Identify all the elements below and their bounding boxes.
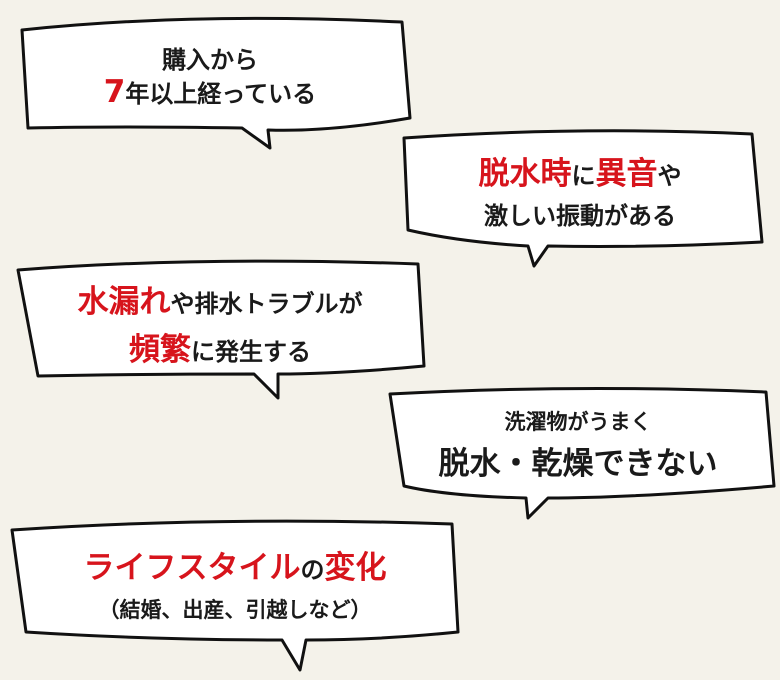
speech-bubble-4-shape xyxy=(388,386,776,520)
speech-bubble-2-shape xyxy=(402,129,764,268)
bubble-3-line-1: 水漏れや排水トラブルが xyxy=(77,284,363,320)
bubble-1-line-1: 購入から xyxy=(162,46,258,74)
speech-bubble-5-shape xyxy=(10,519,460,672)
bubble-5-line-1: ライフスタイルの変化 xyxy=(83,550,387,586)
speech-bubble-5: ライフスタイルの変化 （結婚、出産、引越しなど） xyxy=(0,512,470,680)
speech-bubble-3: 水漏れや排水トラブルが 頻繁に発生する xyxy=(0,248,440,408)
bubble-4-line-2: 脱水・乾燥できない xyxy=(438,446,718,482)
speech-bubble-4: 洗濯物がうまく 脱水・乾燥できない xyxy=(376,380,780,540)
bubble-2-line-2: 激しい振動がある xyxy=(484,202,676,230)
speech-bubble-1: 購入から 7年以上経っている xyxy=(0,0,420,160)
speech-bubble-3-shape xyxy=(16,259,426,400)
bubble-2-line-1: 脱水時に異音や xyxy=(478,156,682,192)
bubble-3-line-2: 頻繁に発生する xyxy=(129,332,311,368)
speech-bubble-1-shape xyxy=(20,16,412,150)
bubble-5-line-2: （結婚、出産、引越しなど） xyxy=(98,598,372,622)
bubble-1-line-2: 7年以上経っている xyxy=(103,74,317,110)
speech-bubble-2: 脱水時に異音や 激しい振動がある xyxy=(380,118,780,278)
bubble-4-line-1: 洗濯物がうまく xyxy=(504,410,652,434)
